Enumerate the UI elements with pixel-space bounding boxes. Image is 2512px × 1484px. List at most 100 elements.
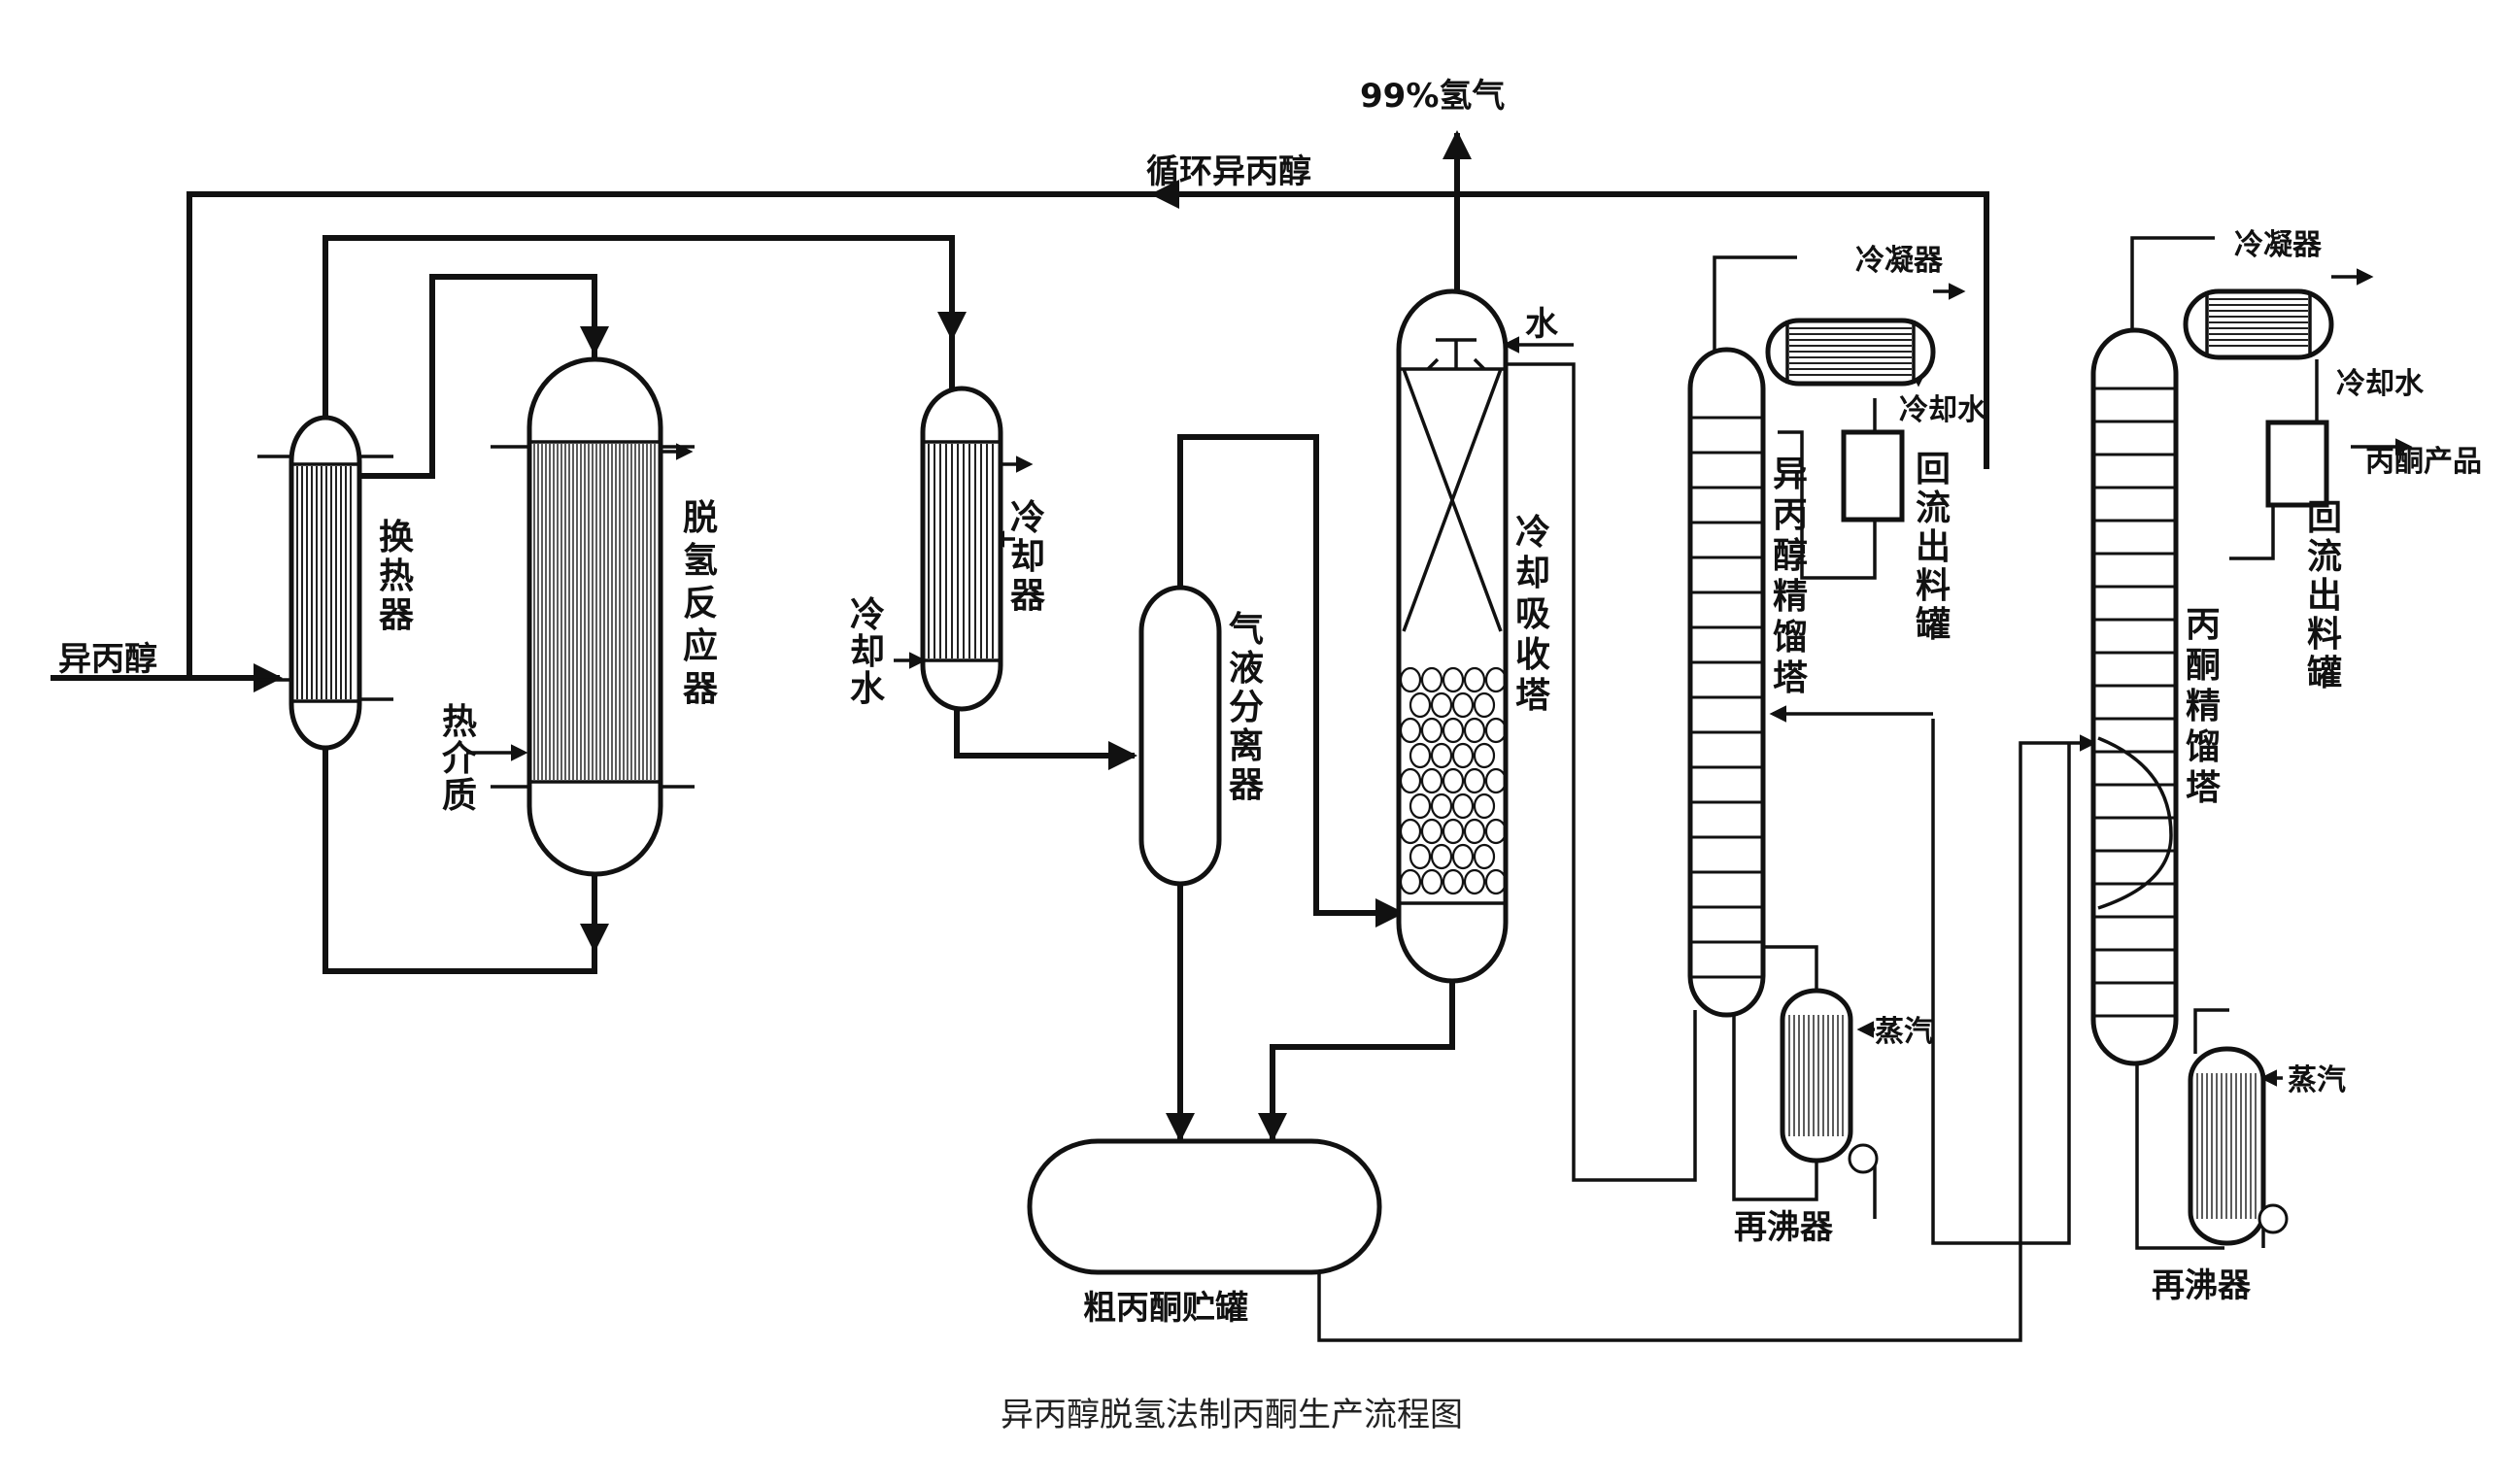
label-reflux-tank-1-char: 料 — [1916, 566, 1951, 606]
piping — [51, 130, 2413, 1342]
condenser-1 — [1765, 318, 1936, 387]
label-heat-exchanger-char: 热 — [379, 556, 414, 596]
label-crude-tank: 粗丙酮贮罐 — [1083, 1289, 1248, 1328]
absorber-sprayer — [1426, 338, 1486, 371]
label-hydrogen: 99%氢气 — [1360, 77, 1505, 116]
reflux-tank-2 — [2265, 420, 2329, 508]
label-gl-separator-char: 离 — [1229, 726, 1264, 766]
label-reactor-char: 器 — [683, 669, 719, 709]
label-cooler-char: 器 — [1010, 576, 1046, 616]
label-acetone-column-char: 丙 — [2186, 605, 2221, 645]
reactor-tube-bundle — [533, 444, 656, 780]
label-absorber-char: 却 — [1515, 554, 1550, 593]
label-condenser-2: 冷凝器 — [2234, 228, 2323, 262]
label-reflux-tank-2-char: 罐 — [2307, 654, 2342, 693]
label-ipa-column-char: 精 — [1773, 577, 1808, 617]
label-reactor-char: 氢 — [683, 541, 718, 581]
dehydrogenation-reactor — [526, 356, 663, 877]
label-absorber-char: 塔 — [1515, 676, 1551, 716]
label-reboiler-2: 再沸器 — [2152, 1266, 2252, 1305]
label-reflux-tank-1-char: 回 — [1916, 450, 1951, 489]
condenser-1-tubes — [1789, 327, 1912, 376]
reboiler-2-gauge — [2257, 1203, 2289, 1234]
label-cooling-water-col2: 冷却水 — [2336, 367, 2425, 401]
ipa-column-trays — [1692, 416, 1761, 979]
label-recycle-ipa: 循环异丙醇 — [1146, 152, 1311, 191]
label-ipa-feed: 异丙醇 — [58, 640, 157, 679]
absorber-to-tank-line — [1258, 978, 1455, 1142]
label-steam-2: 蒸汽 — [2288, 1063, 2346, 1097]
label-reflux-tank-1-char: 罐 — [1916, 605, 1951, 645]
label-acetone-column-char: 塔 — [2186, 768, 2222, 808]
label-cooling-water-left-char: 却 — [850, 632, 885, 672]
acetone-column-bottoms — [2135, 1059, 2224, 1250]
feed-to-acetone-column — [2019, 734, 2097, 1209]
label-ipa-column-char: 醇 — [1773, 536, 1808, 576]
hx-tube-bundle — [296, 466, 352, 699]
recycle-ipa-line — [187, 191, 1989, 678]
label-heat-exchanger-char: 换 — [379, 518, 414, 557]
label-absorber-char: 收 — [1515, 635, 1550, 675]
label-gl-separator-char: 气 — [1229, 610, 1264, 650]
label-cooler-char: 冷 — [1010, 498, 1045, 538]
label-acetone-column-char: 馏 — [2186, 727, 2221, 767]
label-ipa-column-char: 异 — [1773, 455, 1808, 494]
label-reflux-tank-2-char: 料 — [2307, 615, 2342, 655]
ipa-column-bottoms — [1732, 1010, 1818, 1201]
acetone-distillation-column — [2090, 327, 2179, 1066]
label-heat-medium-char: 介 — [442, 739, 478, 779]
reactor-to-hx-line — [322, 745, 597, 974]
label-ipa-column-char: 塔 — [1773, 658, 1809, 698]
label-reflux-tank-1-char: 出 — [1916, 527, 1951, 567]
label-acetone-column-char: 酮 — [2186, 646, 2221, 686]
gas-liquid-separator — [1138, 585, 1222, 887]
tank-to-acetone-column-line — [1317, 1209, 2022, 1342]
diagram-caption: 异丙醇脱氢法制丙酮生产流程图 — [1001, 1396, 1463, 1434]
label-gl-separator-char: 分 — [1229, 688, 1264, 727]
heat-exchanger — [289, 415, 362, 751]
absorber-to-ipa-column-line — [1486, 362, 1697, 1182]
label-acetone-column-char: 精 — [2186, 687, 2221, 726]
crude-acetone-tank — [1027, 1138, 1382, 1275]
label-cooling-water-left-char: 冷 — [850, 595, 885, 635]
absorber-packing — [1399, 666, 1508, 895]
label-reflux-tank-2-char: 流 — [2307, 537, 2342, 577]
reboiler-1-tubes — [1788, 1015, 1844, 1136]
hx-to-reactor-line — [361, 274, 597, 479]
cooling-absorber — [1396, 288, 1509, 984]
cooler-to-separator-line — [954, 706, 1137, 770]
cooler-tube-bundle — [928, 444, 994, 658]
condenser-2-tubes — [2209, 298, 2308, 347]
reflux-line-1 — [1778, 430, 1877, 580]
separator-to-absorber-line — [1177, 434, 1405, 928]
ipa-distillation-column — [1687, 347, 1766, 1018]
reboiler-2-tubes — [2196, 1073, 2257, 1219]
hx-nozzles — [257, 455, 393, 701]
label-heat-medium-char: 热 — [442, 702, 477, 742]
reboiler-2 — [2188, 1046, 2289, 1246]
ipa-column-overhead-line — [1713, 255, 1797, 354]
label-acetone-product: 丙酮产品 — [2365, 445, 2482, 479]
condenser-2 — [2183, 288, 2334, 360]
reboiler-1-gauge — [1848, 1143, 1879, 1174]
label-heat-exchanger-char: 器 — [379, 595, 415, 635]
label-reactor-char: 反 — [683, 584, 718, 624]
label-reflux-tank-2-char: 出 — [2307, 576, 2342, 616]
cooler — [920, 386, 1003, 712]
reboiler-1 — [1780, 988, 1879, 1174]
label-water: 水 — [1525, 305, 1559, 344]
acetone-column-trays — [2095, 387, 2174, 1018]
label-cooling-water-col1: 冷却水 — [1899, 393, 1987, 427]
acetone-column-feed-distributor — [2097, 736, 2173, 910]
label-cooling-water-left-char: 水 — [850, 669, 886, 709]
label-absorber-char: 吸 — [1515, 594, 1550, 634]
label-condenser-1: 冷凝器 — [1855, 244, 1944, 278]
label-heat-medium-char: 质 — [442, 776, 477, 816]
label-cooler-char: 却 — [1010, 537, 1045, 577]
label-reboiler-1: 再沸器 — [1734, 1208, 1834, 1247]
reboiler-2-return — [2193, 1008, 2229, 1054]
reflux-tank-1 — [1841, 429, 1905, 523]
label-gl-separator-char: 器 — [1229, 765, 1265, 805]
label-reactor-char: 脱 — [683, 498, 718, 538]
